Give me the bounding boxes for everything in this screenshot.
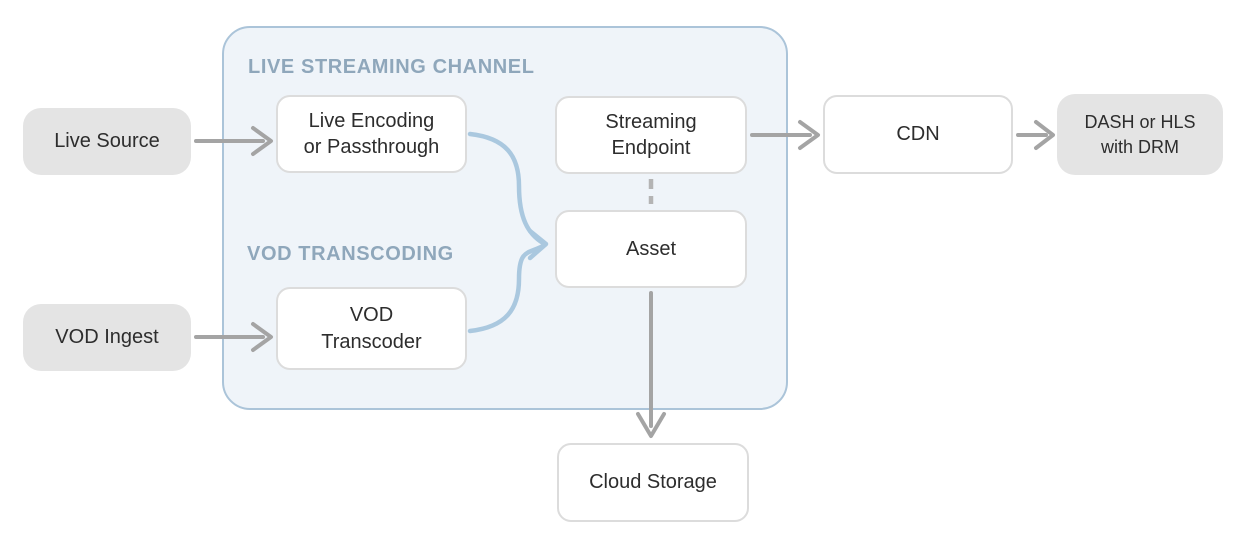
node-cloud-storage: Cloud Storage [557, 443, 749, 522]
node-vod-transcoder: VOD Transcoder [276, 287, 467, 370]
node-asset: Asset [555, 210, 747, 288]
node-live-source: Live Source [23, 108, 191, 175]
node-cdn: CDN [823, 95, 1013, 174]
node-streaming-endpoint: Streaming Endpoint [555, 96, 747, 174]
node-live-encoding: Live Encoding or Passthrough [276, 95, 467, 173]
group-label-vod-transcoding: VOD TRANSCODING [247, 243, 454, 265]
arrow-cdn-to-dash-hls [1016, 120, 1055, 150]
node-vod-ingest: VOD Ingest [23, 304, 191, 371]
group-label-live-streaming-channel: LIVE STREAMING CHANNEL [248, 56, 535, 78]
node-dash-hls-drm: DASH or HLS with DRM [1057, 94, 1223, 175]
